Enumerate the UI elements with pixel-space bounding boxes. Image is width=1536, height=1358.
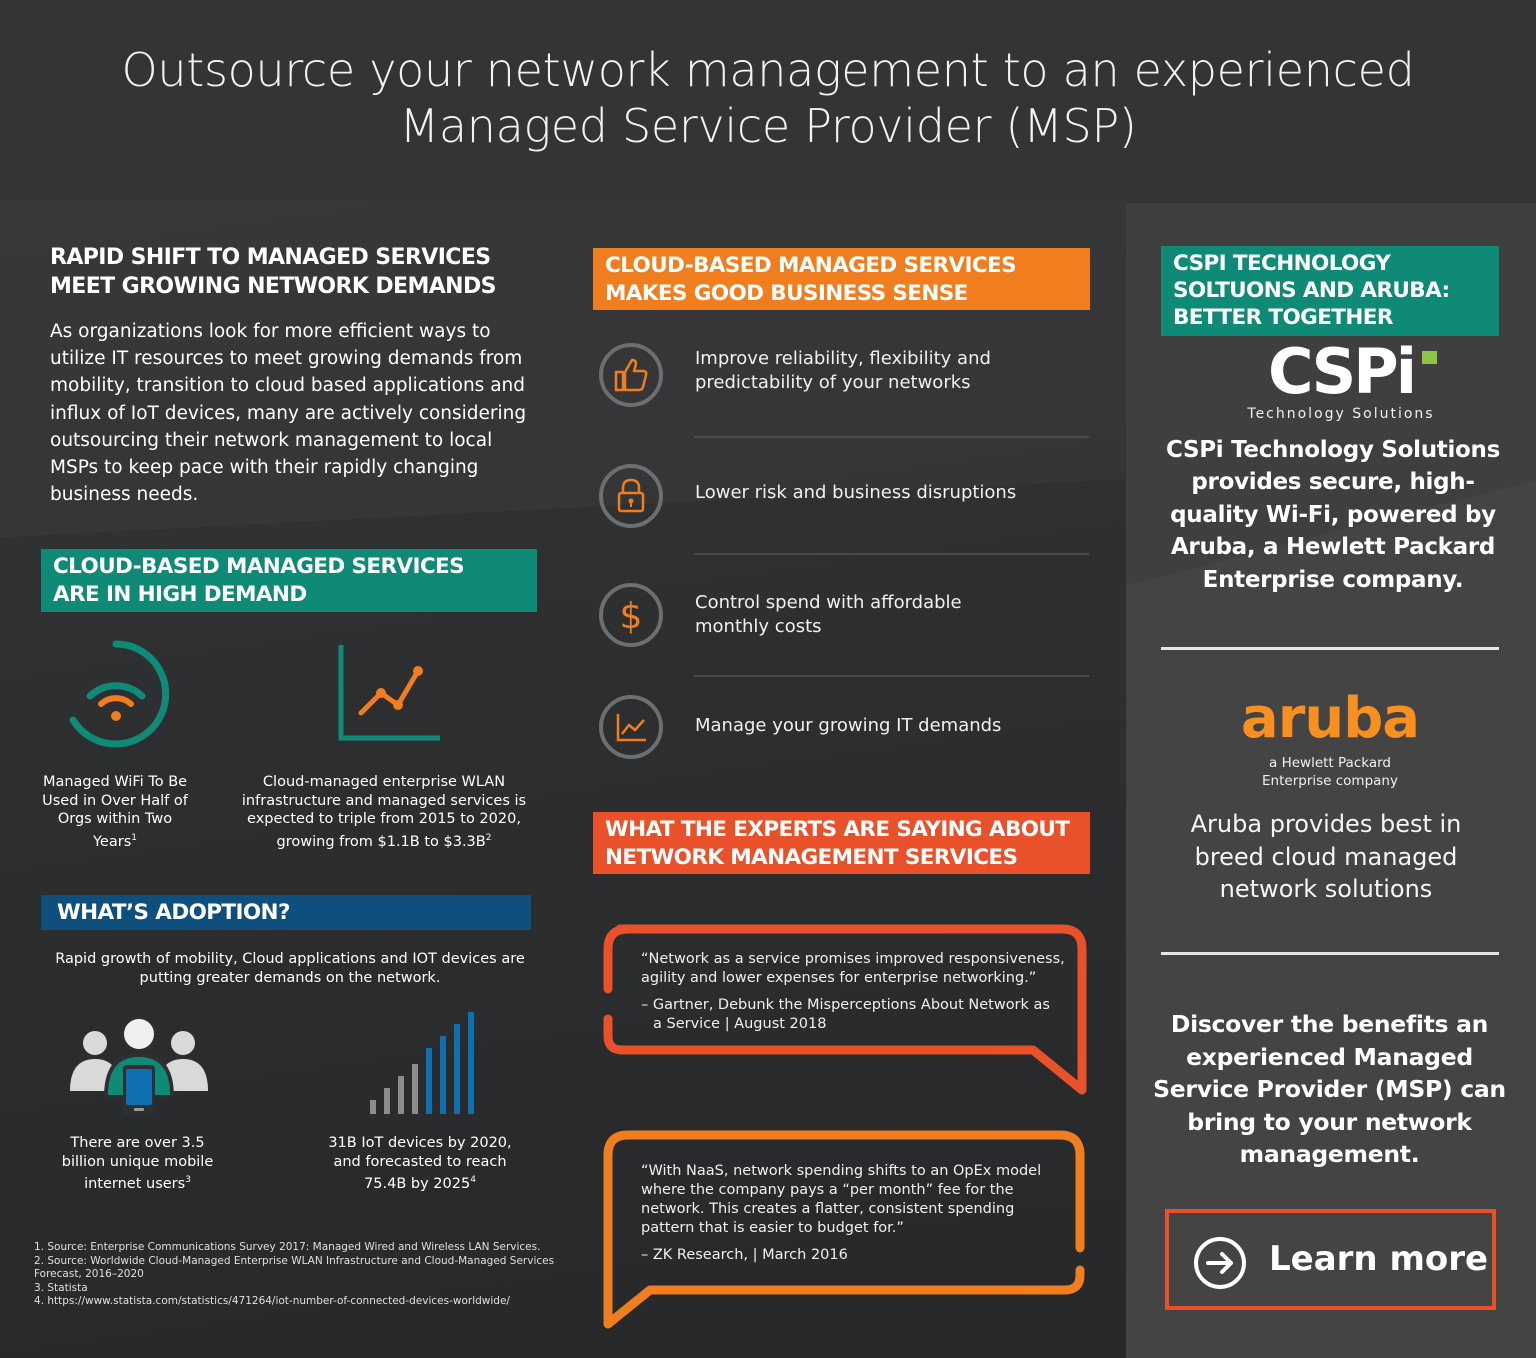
adoption-stat-iot: 31B IoT devices by 2020, and forecasted …: [328, 1135, 512, 1192]
arrow-right-circle-icon: [1194, 1237, 1246, 1289]
svg-text:$: $: [620, 596, 643, 637]
footnotes: 1. Source: Enterprise Communications Sur…: [34, 1241, 559, 1309]
adoption-heading: WHAT’S ADOPTION?: [41, 895, 531, 930]
footnote-1: 1. Source: Enterprise Communications Sur…: [34, 1241, 541, 1253]
discover-text: Discover the benefits an experienced Man…: [1153, 1010, 1506, 1168]
lock-icon: [599, 464, 663, 528]
sidebar-divider: [1161, 647, 1499, 650]
divider: [694, 553, 1089, 555]
cspi-tagline: Technology Solutions: [1247, 406, 1435, 422]
page-title-line2: Managed Service Provider (MSP): [399, 99, 1137, 153]
sidebar-heading: CSPI TECHNOLOGY SOLTUONS AND ARUBA: BETT…: [1161, 246, 1499, 336]
sense-item-4: Manage your growing IT demands: [695, 715, 1002, 736]
adoption-intro: Rapid growth of mobility, Cloud applicat…: [55, 951, 525, 986]
aruba-tagline: a Hewlett Packard Enterprise company: [1262, 755, 1398, 789]
sense-heading: CLOUD-BASED MANAGED SERVICES MAKES GOOD …: [593, 248, 1090, 310]
thumbs-up-icon: [599, 343, 663, 407]
quote-bubble-zk: [603, 1130, 1085, 1329]
learn-more-button[interactable]: Learn more: [1165, 1209, 1496, 1310]
quote-zk: “With NaaS, network spending shifts to a…: [641, 1163, 1042, 1236]
header-band: [0, 0, 1536, 205]
learn-more-label: Learn more: [1269, 1239, 1489, 1279]
growth-chart-icon: [338, 645, 440, 741]
shift-heading: RAPID SHIFT TO MANAGED SERVICES MEET GRO…: [50, 245, 496, 299]
sense-item-2: Lower risk and business disruptions: [695, 482, 1017, 503]
cspi-logo: CSPi: [1268, 335, 1417, 408]
demand-stat-wlan: Cloud-managed enterprise WLAN infrastruc…: [241, 774, 527, 850]
adoption-stat-users: There are over 3.5 billion unique mobile…: [61, 1135, 214, 1192]
sense-item-1: Improve reliability, flexibility and pre…: [695, 348, 991, 393]
cspi-logo-accent: [1422, 351, 1437, 364]
quote-gartner-source: – Gartner, Debunk the Misperceptions Abo…: [641, 997, 1050, 1032]
shift-body: As organizations look for more efficient…: [50, 321, 527, 506]
sidebar-divider: [1161, 952, 1499, 955]
divider: [694, 436, 1089, 438]
quote-gartner: “Network as a service promises improved …: [641, 951, 1065, 986]
sense-item-3: Control spend with affordable monthly co…: [695, 592, 962, 637]
wifi-icon: [69, 640, 170, 748]
page-title-line1: Outsource your network management to an …: [121, 43, 1415, 97]
footnote-2: 2. Source: Worldwide Cloud-Managed Enter…: [34, 1254, 555, 1281]
trend-chart-icon: [599, 695, 663, 759]
signal-bars-icon: [370, 1012, 474, 1114]
mobile-users-icon: [70, 1016, 208, 1115]
aruba-logo: aruba: [1240, 686, 1420, 751]
dollar-icon: $: [599, 583, 663, 647]
aruba-description: Aruba provides best in breed cloud manag…: [1190, 810, 1462, 903]
demand-heading: CLOUD-BASED MANAGED SERVICES ARE IN HIGH…: [41, 549, 537, 612]
divider: [694, 675, 1089, 677]
demand-stat-wifi: Managed WiFi To Be Used in Over Half of …: [42, 774, 188, 850]
footnote-4: 4. https://www.statista.com/statistics/4…: [34, 1295, 510, 1307]
footnote-3: 3. Statista: [34, 1281, 88, 1294]
cspi-description: CSPi Technology Solutions provides secur…: [1165, 437, 1501, 593]
experts-heading: WHAT THE EXPERTS ARE SAYING ABOUT NETWOR…: [593, 812, 1090, 874]
quote-zk-source: – ZK Research, | March 2016: [641, 1247, 848, 1263]
page-title: Outsource your network management to an …: [0, 42, 1536, 154]
quote-bubble-gartner: [603, 924, 1087, 1095]
